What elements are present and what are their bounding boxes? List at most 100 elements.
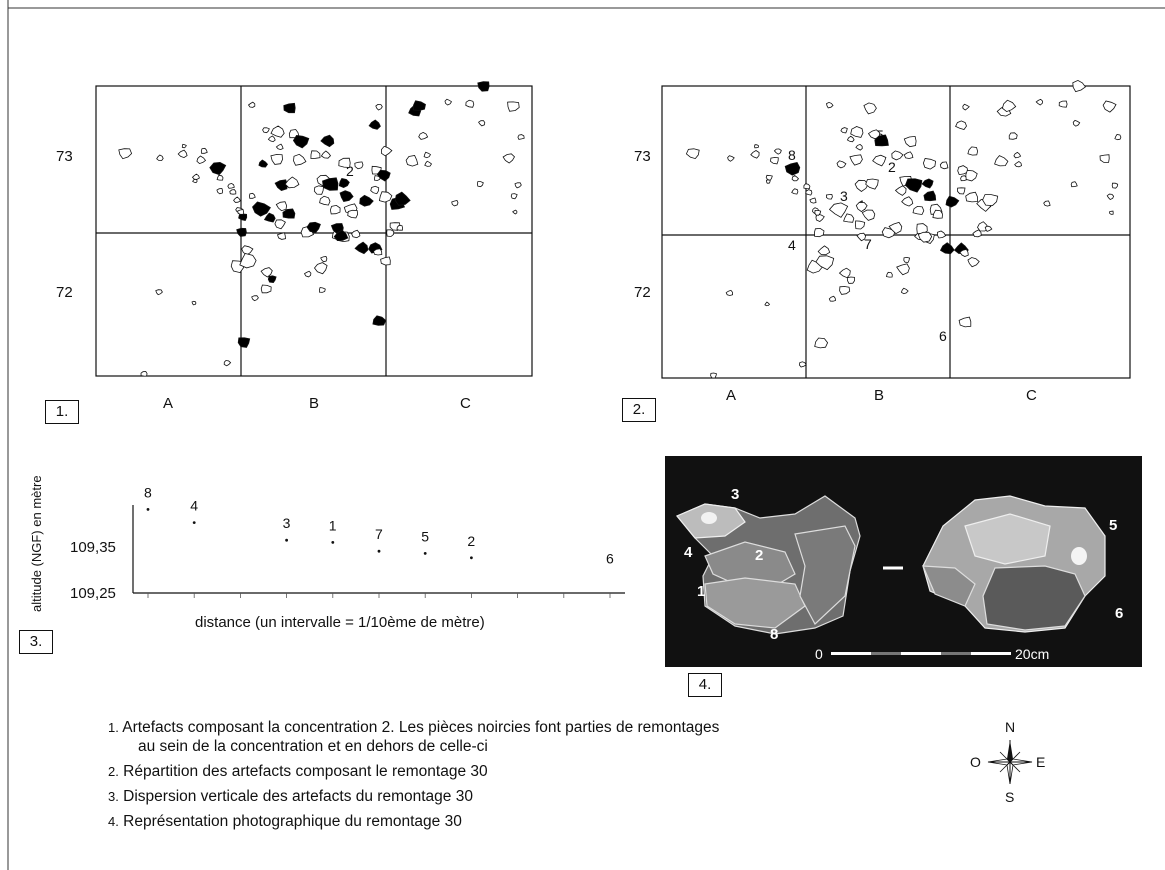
plan1-artefact bbox=[239, 253, 257, 269]
plan2-artefact bbox=[903, 256, 911, 263]
plan2-artefact bbox=[1058, 100, 1068, 108]
plan-2: 73 72 A B C 5 2 8 3 1 4 7 6 bbox=[634, 79, 1131, 404]
compass-south: S bbox=[1005, 789, 1014, 805]
plan2-artefact bbox=[855, 143, 863, 151]
plan1-artefact bbox=[514, 182, 522, 189]
plan2-artefact bbox=[1111, 182, 1119, 189]
plan1-artefact bbox=[313, 262, 328, 275]
plan2-artefact bbox=[791, 175, 800, 182]
plan2-artefact bbox=[1072, 79, 1086, 93]
panel-number-2: 2. bbox=[622, 398, 656, 422]
plan2-artefact bbox=[972, 229, 982, 238]
plan2-artefact bbox=[1099, 154, 1110, 163]
plan2-artefact bbox=[685, 148, 700, 160]
plan2-artefact bbox=[764, 301, 771, 307]
plan1-artefact bbox=[319, 195, 331, 206]
plan2-artefact bbox=[803, 183, 811, 190]
photo-label-2: 2 bbox=[755, 547, 763, 564]
plan2-artefact bbox=[846, 276, 856, 284]
plan1-artefact bbox=[177, 149, 188, 159]
plan2-artefact bbox=[826, 194, 833, 200]
plan1-row-73: 73 bbox=[56, 148, 73, 165]
photo-label-8: 8 bbox=[770, 626, 778, 643]
plan2-artefact bbox=[814, 209, 822, 216]
plan1-artefact bbox=[140, 371, 148, 377]
plan2-artefact bbox=[1106, 193, 1115, 200]
panel-number-4: 4. bbox=[688, 673, 722, 697]
plan2-artefact bbox=[809, 197, 817, 204]
plan2-artefact bbox=[962, 103, 970, 111]
plan1-refit-piece bbox=[338, 177, 350, 189]
plan1-artefact bbox=[418, 131, 429, 140]
plan2-artefact bbox=[959, 248, 969, 257]
plan1-artefact bbox=[270, 125, 285, 138]
plan2-artefact bbox=[813, 227, 825, 238]
plan1-artefact bbox=[310, 150, 321, 159]
legend-item-1: 1. Artefacts composant la concentration … bbox=[108, 718, 719, 756]
plan1-artefact bbox=[118, 148, 133, 160]
plan2-artefacts bbox=[685, 79, 1122, 379]
legend-item-1-continuation: au sein de la concentration et en dehors… bbox=[138, 738, 488, 755]
plan2-artefact bbox=[894, 185, 907, 196]
plan2-artefact bbox=[861, 209, 876, 221]
plan2-artefact bbox=[932, 209, 943, 219]
plan2-artefact bbox=[965, 169, 978, 182]
plan2-artefact bbox=[960, 175, 967, 182]
plan2-artefact bbox=[912, 205, 925, 215]
plan1-artefact bbox=[396, 224, 404, 231]
plan2-artefact bbox=[838, 267, 851, 279]
plan1-artefact bbox=[424, 160, 433, 167]
plan1-refit-piece bbox=[322, 177, 339, 191]
plan1-artefact bbox=[191, 300, 197, 306]
profile-ylabel: altitude (NGF) en mètre bbox=[29, 475, 44, 612]
panel-number-1: 1. bbox=[45, 400, 79, 424]
plan1-refit-piece bbox=[368, 119, 381, 130]
plan1-refit-piece bbox=[236, 227, 247, 237]
plan1-col-a: A bbox=[163, 395, 173, 412]
photo-label-4: 4 bbox=[684, 544, 693, 561]
plan1-artefact bbox=[378, 191, 393, 203]
profile-point-3 bbox=[285, 538, 288, 542]
plan2-artefact bbox=[922, 158, 937, 170]
plan1-artefact bbox=[237, 209, 245, 215]
plan2-artefact bbox=[867, 129, 881, 140]
plan1-artefact bbox=[318, 287, 326, 293]
plan1-artefact bbox=[260, 284, 272, 294]
plan1-artefact bbox=[444, 98, 453, 106]
plan2-artefact bbox=[900, 287, 909, 295]
plan2-label-4: 4 bbox=[788, 237, 796, 253]
plan2-artefact bbox=[903, 135, 917, 148]
plan1-artefact bbox=[507, 101, 520, 112]
plan1-refit-piece bbox=[477, 81, 490, 92]
profile-ytick-109-35: 109,35 bbox=[70, 539, 116, 556]
plan1-artefact bbox=[284, 176, 300, 189]
plan1-artefact bbox=[502, 153, 516, 164]
plan2-label-5: 5 bbox=[876, 127, 884, 143]
plan1-refit-piece bbox=[238, 213, 248, 221]
plan2-artefact bbox=[836, 160, 847, 169]
plan1-artefact bbox=[251, 295, 259, 302]
plan1-refit-piece bbox=[274, 179, 288, 192]
plan1-artefact bbox=[405, 155, 419, 167]
plan1-artefact bbox=[262, 127, 270, 134]
legend-item-4-number: 4. bbox=[108, 814, 119, 829]
plan1-artefact bbox=[423, 151, 432, 159]
panel-number-3: 3. bbox=[19, 630, 53, 654]
plan1-row-72: 72 bbox=[56, 284, 73, 301]
plan1-artefact bbox=[375, 103, 383, 111]
plan2-row-72: 72 bbox=[634, 284, 651, 301]
plan2-col-a: A bbox=[726, 387, 736, 404]
plan1-refit-piece bbox=[252, 201, 271, 217]
plan2-artefact bbox=[710, 372, 717, 379]
plan1-refit-piece bbox=[267, 275, 277, 284]
plan1-artefact bbox=[313, 185, 324, 195]
plan1-refit-piece bbox=[292, 134, 310, 149]
plan1-artefact bbox=[351, 229, 361, 239]
plan2-artefact bbox=[917, 231, 933, 243]
plan2-artefact bbox=[955, 120, 967, 130]
plan2-artefact bbox=[1008, 132, 1018, 140]
plan2-artefact bbox=[839, 286, 851, 295]
plan1-artefacts bbox=[118, 81, 525, 377]
plan2-artefact bbox=[901, 196, 914, 207]
plan2-artefact bbox=[888, 221, 903, 235]
